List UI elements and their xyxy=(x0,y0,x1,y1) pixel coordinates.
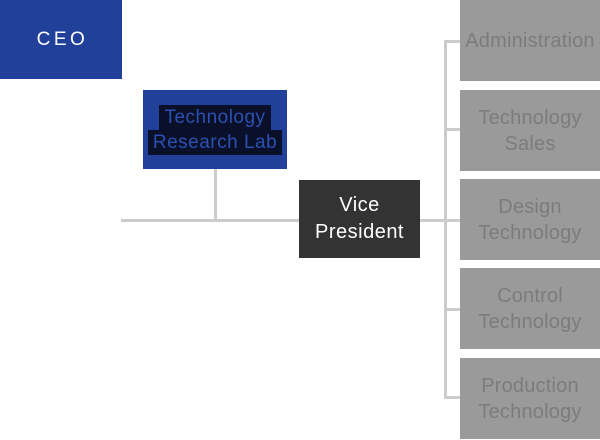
node-dept-design-technology: Design Technology xyxy=(460,179,600,260)
connector-branch-production-technology xyxy=(444,396,460,399)
node-dept-production-technology-label: Production Technology xyxy=(478,374,582,423)
node-dept-control-technology: Control Technology xyxy=(460,268,600,349)
node-dept-design-technology-label: Design Technology xyxy=(478,195,582,244)
node-dept-control-technology-label: Control Technology xyxy=(478,284,582,333)
connector-branch-control-technology xyxy=(444,308,460,311)
node-technology-research-lab: Technology Research Lab xyxy=(143,90,287,169)
connector-lab-drop xyxy=(214,168,217,222)
node-dept-production-technology: Production Technology xyxy=(460,358,600,439)
connector-trunk xyxy=(444,40,447,399)
node-technology-research-lab-line1: Technology xyxy=(159,104,271,130)
connector-vp-to-trunk xyxy=(419,219,460,222)
node-ceo-label: CEO xyxy=(36,28,89,50)
connector-branch-technology-sales xyxy=(444,128,460,131)
connector-ceo-to-vp xyxy=(121,219,300,222)
node-dept-technology-sales-label: Technology Sales xyxy=(478,106,582,155)
node-vice-president-label: Vice President xyxy=(315,194,404,243)
node-vice-president: Vice President xyxy=(299,180,420,258)
node-dept-technology-sales: Technology Sales xyxy=(460,90,600,171)
node-technology-research-lab-line2: Research Lab xyxy=(147,129,283,155)
node-dept-administration-label: Administration xyxy=(465,29,595,52)
node-dept-administration: Administration xyxy=(460,0,600,81)
connector-branch-administration xyxy=(444,40,460,43)
node-ceo: CEO xyxy=(0,0,122,79)
